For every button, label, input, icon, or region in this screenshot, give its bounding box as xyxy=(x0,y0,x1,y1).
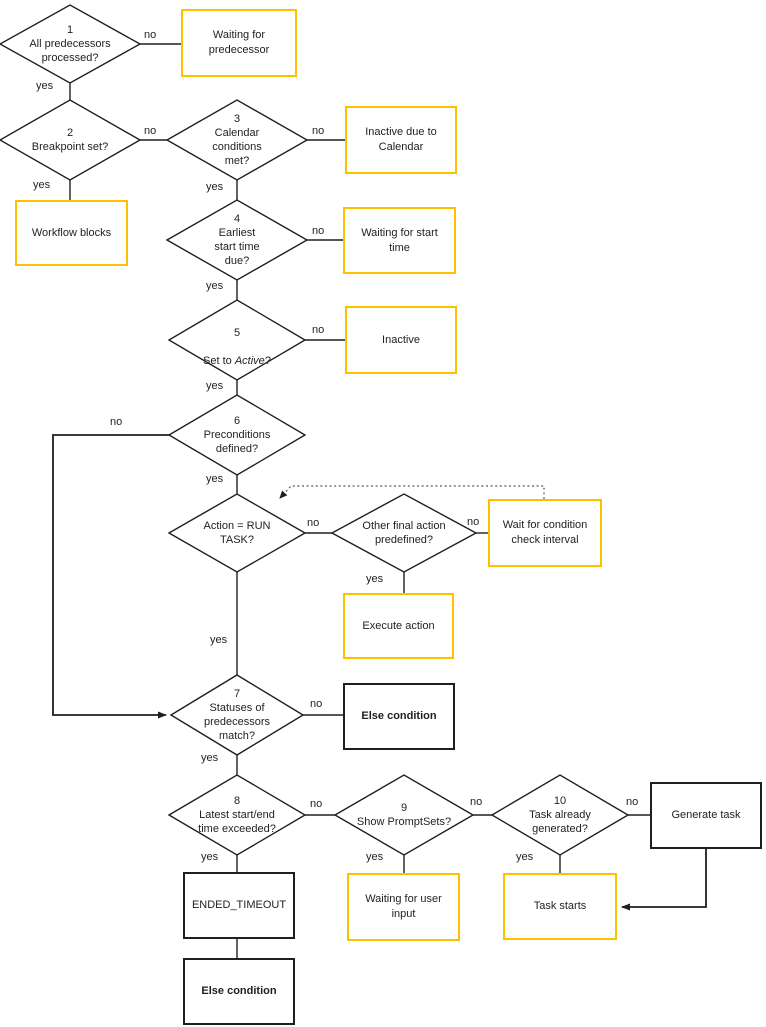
box-workflow-blocks: Workflow blocks xyxy=(15,200,128,266)
dotted-feedback-arrow xyxy=(279,485,545,499)
edge-label-d2-yes: yes xyxy=(33,179,51,191)
diamond-2-shape xyxy=(0,99,142,181)
diamond-8-shape xyxy=(167,774,307,856)
box-waiting-for-start-time-label: Waiting for start time xyxy=(361,226,438,254)
diamond-7-shape xyxy=(169,674,305,756)
diamond-other-action-shape xyxy=(330,493,478,573)
diamond-3-shape xyxy=(165,99,309,181)
box-inactive-due-to-calendar-label: Inactive due to Calendar xyxy=(365,126,437,153)
box-wait-for-condition-check-interval-label: Wait for condition check interval xyxy=(502,519,588,546)
box-execute-action-label: Execute action xyxy=(362,619,435,632)
edge-label-d6-yes: yes xyxy=(206,473,224,485)
diamond-run-task-shape xyxy=(167,493,307,573)
box-ended-timeout: ENDED_TIMEOUT xyxy=(183,872,295,939)
edge-label-d3-yes: yes xyxy=(206,181,224,193)
edge-label-d4-no: no xyxy=(312,225,325,237)
edge-label-d8-no: no xyxy=(310,798,323,810)
edge-label-d10-no: no xyxy=(626,796,639,808)
diamond-6-shape xyxy=(167,394,307,476)
edge-label-d6-no: no xyxy=(110,416,123,428)
edge-label-d10-yes: yes xyxy=(516,851,534,863)
edge-label-d7-no: no xyxy=(310,698,323,710)
edge-label-dother-no: no xyxy=(467,516,480,528)
box-waiting-for-user-input: Waiting for user input xyxy=(347,873,460,941)
edge-label-d9-no: no xyxy=(470,796,483,808)
diamond-4-shape xyxy=(165,199,309,281)
diamond-10-shape xyxy=(490,774,630,856)
connector-lines xyxy=(69,43,650,958)
box-execute-action: Execute action xyxy=(343,593,454,659)
edge-generate-to-taskstarts-arrow xyxy=(621,849,707,911)
box-workflow-blocks-label: Workflow blocks xyxy=(31,226,112,239)
box-else-condition-2: Else condition xyxy=(183,958,295,1025)
box-waiting-for-start-time: Waiting for start time xyxy=(343,207,456,274)
edge-label-drun-no: no xyxy=(307,517,320,529)
edge-label-d1-no: no xyxy=(144,29,157,41)
edge-label-d2-no: no xyxy=(144,125,157,137)
box-ended-timeout-label: ENDED_TIMEOUT xyxy=(191,899,287,911)
edge-label-drun-yes: yes xyxy=(210,634,228,646)
box-inactive-label: Inactive xyxy=(382,333,420,346)
edge-label-dother-yes: yes xyxy=(366,573,384,585)
box-inactive-due-to-calendar: Inactive due to Calendar xyxy=(345,106,457,174)
box-generate-task-label: Generate task xyxy=(671,809,741,821)
box-waiting-for-user-input-label: Waiting for user input xyxy=(365,893,442,920)
edge-label-d1-yes: yes xyxy=(36,80,54,92)
edge-label-d4-yes: yes xyxy=(206,280,224,292)
diamond-5-shape xyxy=(167,299,307,381)
connector-arrows xyxy=(52,434,707,911)
diamond-1-shape xyxy=(0,4,142,84)
box-task-starts: Task starts xyxy=(503,873,617,940)
box-waiting-for-predecessor-label: Waiting for predecessor xyxy=(208,29,270,56)
box-generate-task: Generate task xyxy=(650,782,762,849)
edge-label-d5-yes: yes xyxy=(206,380,224,392)
diamond-9-shape xyxy=(333,774,475,856)
box-else-condition-2-label: Else condition xyxy=(201,985,277,997)
box-inactive: Inactive xyxy=(345,306,457,374)
decision-diamonds xyxy=(0,4,630,856)
edge-label-d8-yes: yes xyxy=(201,851,219,863)
edge-label-d5-no: no xyxy=(312,324,325,336)
edge-label-d9-yes: yes xyxy=(366,851,384,863)
box-wait-for-condition-check-interval: Wait for condition check interval xyxy=(488,499,602,567)
edge-d6-no-elbow-arrow xyxy=(52,434,169,719)
edge-label-d7-yes: yes xyxy=(201,752,219,764)
box-else-condition-1: Else condition xyxy=(343,683,455,750)
box-task-starts-label: Task starts xyxy=(533,900,587,912)
box-waiting-for-predecessor: Waiting for predecessor xyxy=(181,9,297,77)
box-else-condition-1-label: Else condition xyxy=(361,710,437,722)
edge-label-d3-no: no xyxy=(312,125,325,137)
